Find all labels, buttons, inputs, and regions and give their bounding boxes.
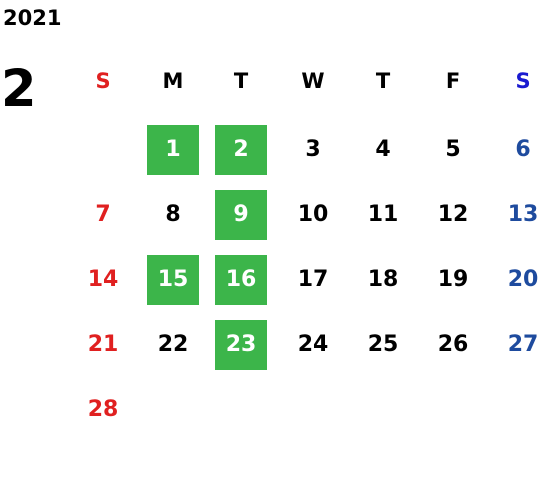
day-cell[interactable]: 24	[297, 332, 329, 357]
day-cell[interactable]: 28	[87, 397, 119, 422]
day-cell[interactable]: 1	[147, 125, 199, 175]
weekday-header-wed: W	[301, 69, 325, 93]
day-cell[interactable]: 13	[507, 202, 539, 227]
weekday-header-sun: S	[95, 69, 111, 93]
day-cell[interactable]: 14	[87, 267, 119, 292]
weekday-header-tue: T	[233, 69, 249, 93]
day-cell[interactable]: 12	[437, 202, 469, 227]
day-cell[interactable]: 26	[437, 332, 469, 357]
day-cell[interactable]: 27	[507, 332, 539, 357]
month-number: 2	[1, 60, 37, 119]
day-cell[interactable]: 25	[367, 332, 399, 357]
day-cell[interactable]: 3	[305, 137, 321, 162]
day-cell[interactable]: 19	[437, 267, 469, 292]
day-cell[interactable]: 7	[95, 202, 111, 227]
weekday-header-thu: T	[375, 69, 391, 93]
weekday-header-fri: F	[445, 69, 461, 93]
day-cell[interactable]: 16	[215, 255, 267, 305]
day-cell[interactable]: 22	[157, 332, 189, 357]
day-cell[interactable]: 4	[375, 137, 391, 162]
day-cell[interactable]: 20	[507, 267, 539, 292]
day-cell[interactable]: 23	[215, 320, 267, 370]
weekday-header-mon: M	[162, 69, 184, 93]
day-cell[interactable]: 10	[297, 202, 329, 227]
day-cell[interactable]: 9	[215, 190, 267, 240]
weekday-header-sat: S	[515, 69, 531, 93]
day-cell[interactable]: 8	[165, 202, 181, 227]
day-cell[interactable]: 18	[367, 267, 399, 292]
day-cell[interactable]: 2	[215, 125, 267, 175]
day-cell[interactable]: 15	[147, 255, 199, 305]
day-cell[interactable]: 5	[445, 137, 461, 162]
day-cell[interactable]: 11	[367, 202, 399, 227]
day-cell[interactable]: 21	[87, 332, 119, 357]
year-label: 2021	[3, 6, 62, 30]
day-cell[interactable]: 17	[297, 267, 329, 292]
day-cell[interactable]: 6	[515, 137, 531, 162]
